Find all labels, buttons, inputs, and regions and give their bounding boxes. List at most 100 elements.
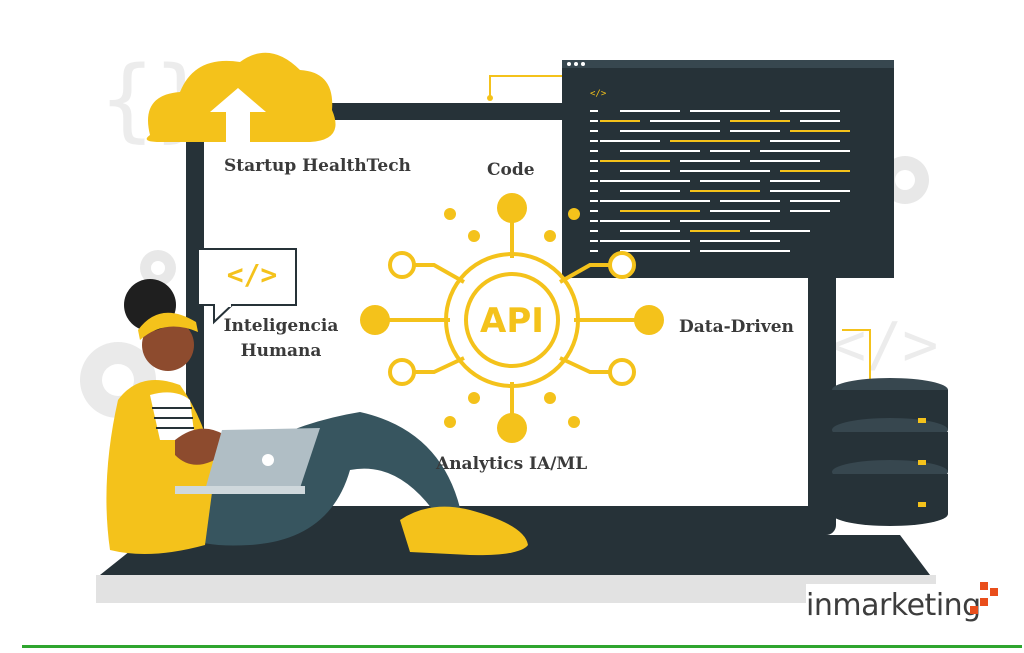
code-lines [590, 110, 850, 252]
code-line-marker [590, 240, 598, 242]
hub-inner-ring [464, 272, 560, 368]
api-label: API [480, 301, 544, 341]
laptop-deck [100, 535, 930, 575]
code-line [620, 110, 680, 112]
bottom-rule [22, 645, 1022, 648]
code-line-marker [590, 220, 598, 222]
code-line-marker [590, 210, 598, 212]
hub-dot [444, 208, 456, 220]
label-data-driven: Data-Driven [679, 317, 794, 337]
code-line [710, 150, 750, 152]
hub-node [388, 358, 416, 386]
code-line [780, 170, 850, 172]
hub-spoke [412, 356, 465, 374]
label-humana-line1: Inteligencia [223, 316, 339, 336]
label-code: Code [487, 160, 535, 180]
hub-dot [544, 230, 556, 242]
api-hub-icon: API [360, 193, 664, 443]
hub-node [497, 413, 527, 443]
hub-node [608, 251, 636, 279]
code-line [680, 220, 770, 222]
code-line-marker [590, 130, 598, 132]
label-inteligencia-humana: Inteligencia Humana [214, 314, 348, 364]
hub-dot [444, 416, 456, 428]
code-line [800, 120, 840, 122]
connector-line [842, 329, 871, 380]
code-line-marker [590, 180, 598, 182]
brand-mark-icon [970, 582, 998, 614]
code-line-marker [590, 190, 598, 192]
code-line [710, 210, 780, 212]
code-line [620, 190, 680, 192]
code-line [600, 160, 670, 162]
code-line [600, 180, 690, 182]
code-tag: </> [226, 258, 278, 291]
code-line [650, 120, 720, 122]
code-line [680, 170, 770, 172]
code-line-marker [590, 110, 598, 112]
label-humana-line2: Humana [240, 341, 322, 361]
hub-node [497, 193, 527, 223]
hub-spoke [559, 356, 612, 374]
code-line [770, 180, 820, 182]
code-line [620, 150, 700, 152]
code-line [620, 230, 680, 232]
code-line [680, 160, 740, 162]
code-line [690, 110, 770, 112]
code-line [690, 190, 760, 192]
hub-dot [468, 392, 480, 404]
code-line-marker [590, 120, 598, 122]
code-line [700, 180, 760, 182]
hub-spoke [559, 263, 612, 284]
code-line [600, 220, 670, 222]
code-brackets-icon [197, 248, 297, 325]
code-line [760, 150, 850, 152]
chevrons-icon: </> [830, 310, 938, 380]
brand-name: inmarketing [806, 588, 981, 623]
code-line [700, 240, 780, 242]
code-line [600, 120, 640, 122]
laptop-icon [175, 428, 320, 494]
code-line [720, 200, 780, 202]
shoe [400, 506, 528, 556]
code-line [730, 130, 780, 132]
code-line [620, 170, 670, 172]
code-line [790, 210, 830, 212]
hub-dot [468, 230, 480, 242]
code-line-marker [590, 140, 598, 142]
code-line [750, 230, 810, 232]
hub-dot [568, 208, 580, 220]
code-line [790, 130, 850, 132]
code-line [620, 210, 700, 212]
connector-line [489, 75, 565, 98]
code-line [620, 250, 690, 252]
brand-logo: inmarketing [806, 582, 1018, 632]
person-figure [106, 279, 528, 556]
hub-node [634, 305, 664, 335]
label-startup-healthtech: Startup HealthTech [224, 156, 411, 176]
code-line-marker [590, 230, 598, 232]
hub-outer-ring [444, 252, 580, 388]
database-icon [832, 378, 948, 526]
code-line [770, 140, 840, 142]
code-line-marker [590, 200, 598, 202]
code-line [770, 190, 850, 192]
hub-spoke [412, 263, 465, 284]
code-line [700, 250, 790, 252]
code-line [690, 230, 740, 232]
code-line [730, 120, 790, 122]
code-editor-window: </> [562, 60, 894, 278]
code-line-marker [590, 150, 598, 152]
gear-icon [140, 250, 176, 286]
editor-tag: </> [590, 89, 607, 99]
code-line [600, 140, 660, 142]
label-analytics: Analytics IA/ML [436, 454, 588, 474]
code-line [600, 240, 690, 242]
code-line [670, 140, 760, 142]
code-line [620, 130, 720, 132]
background-decor: {} </> [80, 47, 938, 418]
code-line [780, 110, 840, 112]
hub-node [608, 358, 636, 386]
code-line-marker [590, 160, 598, 162]
